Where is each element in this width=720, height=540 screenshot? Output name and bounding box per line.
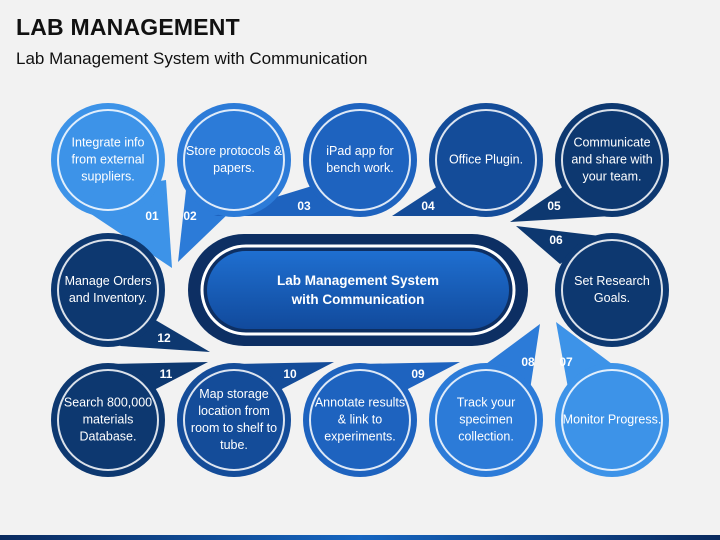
step-10-circle [177,363,291,477]
step-9-inner-ring [309,369,411,471]
step-3-circle [303,103,417,217]
step-7-number: 07 [559,355,573,369]
step-3-inner-ring [309,109,411,211]
step-7-text: Monitor Progress. [562,412,662,427]
step-5-circle [555,103,669,217]
step-3-text: iPad app for bench work. [326,144,394,175]
step-4-circle [429,103,543,217]
bottom-accent-bar [0,535,720,540]
step-5-inner-ring [561,109,663,211]
step-10-inner-ring [183,369,285,471]
step-6-circle [555,233,669,347]
page-subtitle: Lab Management System with Communication [16,49,368,68]
step-8-number: 08 [521,355,535,369]
step-2-text: Store protocols & papers. [186,144,282,175]
step-11-text: Search 800,000 materials Database. [63,395,153,444]
step-6-inner-ring [561,239,663,341]
step-9-circle [303,363,417,477]
step-3-number: 03 [297,199,311,213]
step-8-circle [429,363,543,477]
step-1-text: Integrate info from external suppliers. [71,135,145,184]
step-10-number: 10 [283,367,297,381]
step-4-text: Office Plugin. [448,152,524,167]
step-11-number: 11 [159,367,173,381]
step-8-tail [486,324,540,390]
step-10-text: Map storage location from room to shelf … [190,387,278,452]
center-pill-inner [207,251,509,329]
step-6-tail [516,226,600,264]
step-8-inner-ring [435,369,537,471]
center-pill-ring [200,244,516,336]
step-1-circle [51,103,165,217]
step-7-circle [555,363,669,477]
step-4-inner-ring [435,109,537,211]
step-6-text: Set Research Goals. [574,274,650,305]
center-title-line2: with Communication [291,292,425,307]
step-1-inner-ring [57,109,159,211]
page-title: LAB MANAGEMENT [16,14,240,40]
step-6-number: 06 [549,233,563,247]
step-5-number: 05 [547,199,561,213]
step-8-text: Track your specimen collection. [456,395,516,444]
step-11-inner-ring [57,369,159,471]
step-12-text: Manage Orders and Inventory. [64,274,152,305]
step-2-circle [177,103,291,217]
step-9-number: 09 [411,367,425,381]
step-1-number: 01 [145,209,159,223]
step-5-tail [510,186,612,222]
step-4-number: 04 [421,199,435,213]
step-12-inner-ring [57,239,159,341]
step-5-text: Communicate and share with your team. [571,135,653,184]
step-7-inner-ring [561,369,663,471]
step-12-circle [51,233,165,347]
step-2-inner-ring [183,109,285,211]
step-2-number: 02 [183,209,197,223]
step-11-circle [51,363,165,477]
center-title-line1: Lab Management System [276,273,440,288]
step-12-number: 12 [157,331,171,345]
step-9-text: Annotate results & link to experiments. [314,395,406,444]
center-title: Lab Management System with Communication [248,271,468,309]
